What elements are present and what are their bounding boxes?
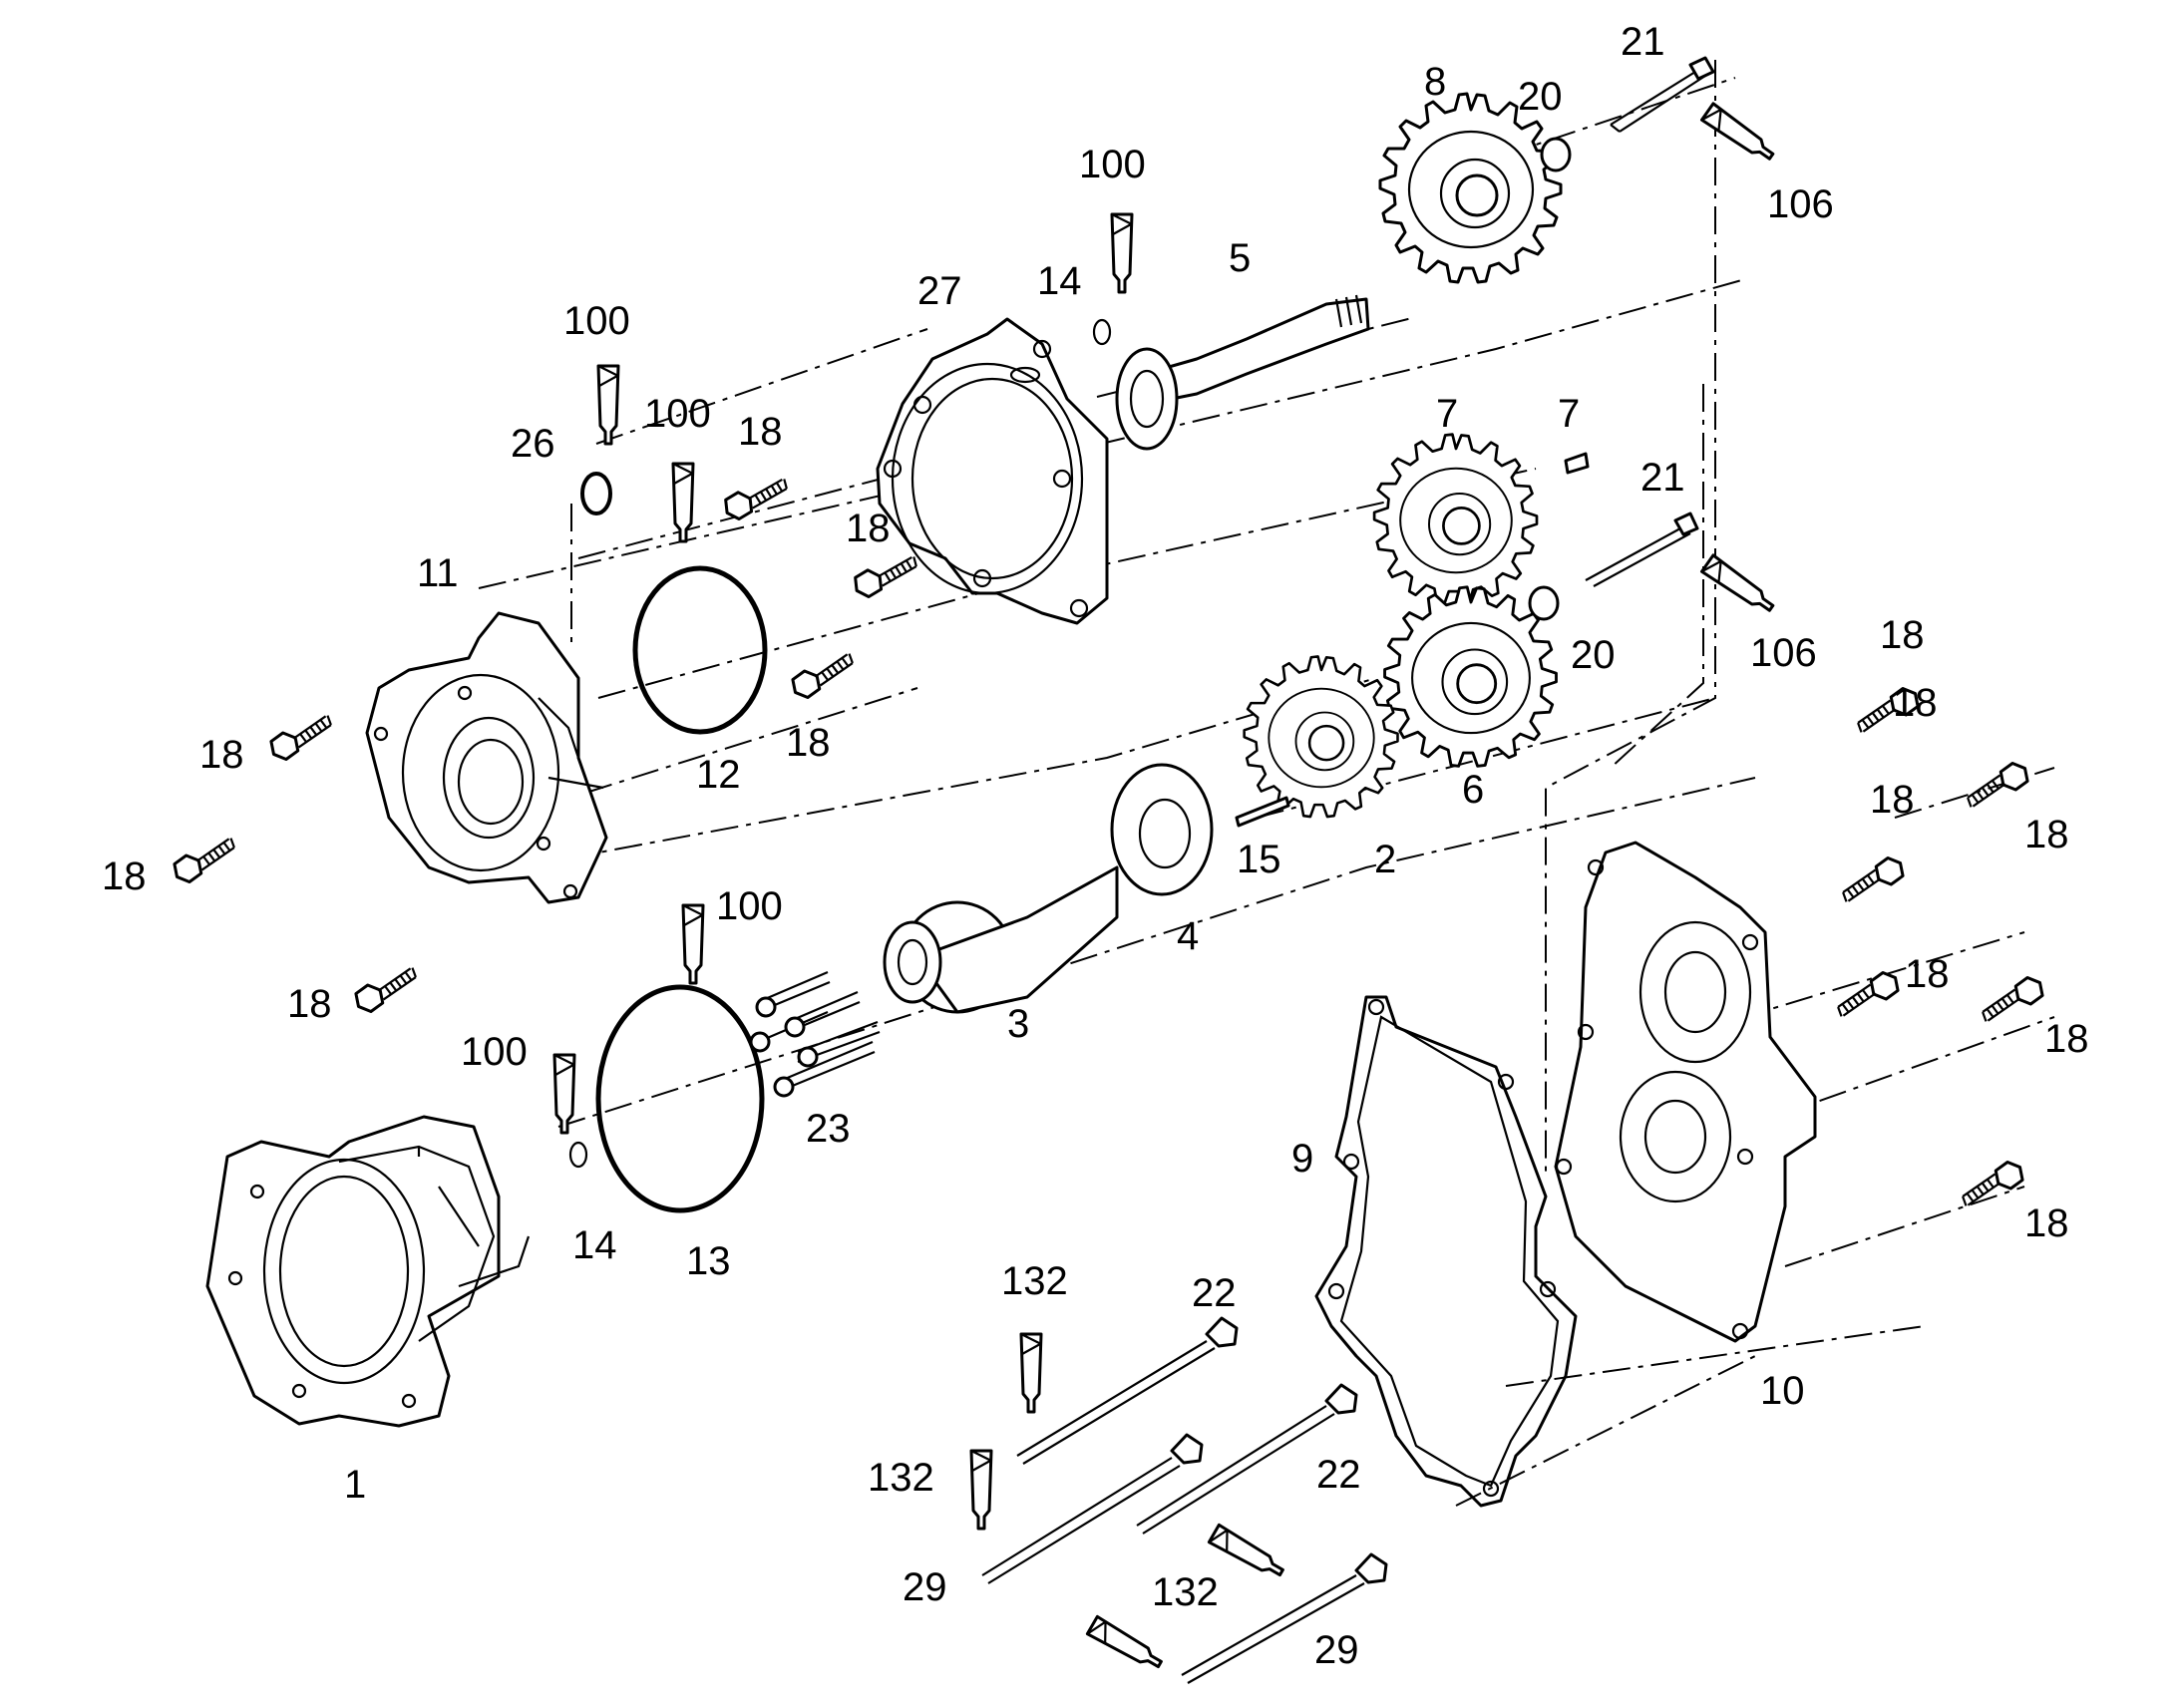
callout-22a: 22 [1192,1271,1237,1315]
callout-18c: 18 [786,721,831,765]
callout-10: 10 [1760,1369,1805,1413]
callout-18i: 18 [2024,813,2069,856]
callout-9: 9 [1291,1137,1313,1181]
sealant-tube-icon [969,1449,993,1531]
callout-132a: 132 [1001,1259,1068,1303]
sealant-tube-icon [1207,1523,1288,1583]
sealant-tube-icon [1110,212,1134,294]
callout-18a: 18 [738,410,783,454]
bolt-icon [169,837,242,887]
callout-22b: 22 [1316,1453,1361,1497]
callout-18e: 18 [102,854,147,898]
callout-18b: 18 [846,507,891,550]
bolt-icon [1975,972,2048,1023]
callout-132b: 132 [868,1456,934,1500]
center-lines [478,60,2055,1507]
callout-18g: 18 [1880,613,1925,657]
callout-100a: 100 [1079,143,1146,186]
pin [1235,796,1290,828]
callout-14b: 14 [572,1223,617,1267]
sealant-tube-icon [596,364,620,446]
shaft-icon [1115,294,1370,451]
bolt-icon [1960,758,2033,809]
callout-100b: 100 [563,299,630,343]
callout-18d: 18 [199,733,244,777]
sealant-tube-icon [1699,102,1779,167]
callout-27: 27 [917,269,962,313]
callout-12: 12 [696,753,741,797]
callout-3: 3 [1007,1002,1029,1046]
sealant-tube-icon [1699,553,1779,618]
bolt-icon [787,652,861,703]
o-ring-icon [595,984,765,1213]
housing-icon [205,1115,531,1428]
callout-13: 13 [686,1239,731,1283]
callout-2: 2 [1374,838,1396,881]
washer [1528,585,1560,621]
bolt-icon [1955,1157,2028,1207]
pin [1564,452,1590,475]
callout-labels: 1 2 3 4 5 6 7 7 8 9 10 11 12 13 14 14 15… [102,20,2089,1672]
shaft-icon [883,865,1119,1014]
bolt-icon [350,966,424,1017]
sealant-tube-icon [1085,1614,1167,1675]
thrust-washer [1110,763,1214,896]
callout-1: 1 [344,1463,366,1507]
bolt-icon [850,554,922,601]
callout-7-pin: 7 [1558,392,1580,436]
circlip-icon [568,1141,588,1169]
callout-5: 5 [1229,236,1251,280]
callout-106b: 106 [1750,631,1817,675]
callout-11: 11 [417,551,459,595]
flange-plate [876,317,1109,625]
callout-29b: 29 [1314,1628,1359,1672]
sealant-tube-icon [552,1053,576,1135]
callout-21b: 21 [1640,456,1685,500]
washer [1540,137,1572,172]
callout-21a: 21 [1621,20,1665,64]
callout-29a: 29 [903,1565,947,1609]
callout-20a: 20 [1518,75,1563,119]
callout-4: 4 [1177,914,1199,958]
bolt-icon [749,970,881,1098]
bolt-icon [1835,853,1909,903]
housing-icon [365,611,608,904]
callout-14a: 14 [1037,259,1082,303]
circlip-icon [580,472,612,515]
callout-18k: 18 [2044,1017,2089,1061]
gear-icon [1243,655,1399,819]
bolt-icon [265,714,339,765]
sealant-tube-icon [681,903,705,985]
gear-icon [1383,585,1558,768]
bolt-icon [1830,967,1904,1018]
callout-132c: 132 [1152,1570,1219,1614]
callout-100c: 100 [644,392,711,436]
callout-15: 15 [1237,838,1281,881]
housing-icon [1554,841,1817,1343]
sealant-tube-icon [1019,1332,1043,1414]
circlip-icon [1092,318,1112,346]
o-ring-icon [632,565,768,735]
callout-100d: 100 [716,884,783,928]
gasket-icon [1314,995,1578,1508]
bolt-icon [981,1316,1388,1684]
callout-106a: 106 [1767,182,1834,226]
callout-18j: 18 [1905,952,1950,996]
callout-26: 26 [511,422,555,466]
callout-7: 7 [1436,392,1458,436]
callout-18h: 18 [1870,778,1915,822]
callout-6: 6 [1462,768,1484,812]
gear-icon [1378,92,1563,284]
callout-100e: 100 [461,1030,528,1074]
bolt-icon [1585,56,1715,587]
gear-icon [1372,433,1539,606]
callout-23: 23 [806,1107,851,1151]
callout-8: 8 [1424,60,1446,104]
callout-18m: 18 [1893,681,1938,725]
bolt-icon [720,477,793,523]
callout-20b: 20 [1571,633,1616,677]
callout-18l: 18 [2024,1201,2069,1245]
callout-18f: 18 [287,982,332,1026]
